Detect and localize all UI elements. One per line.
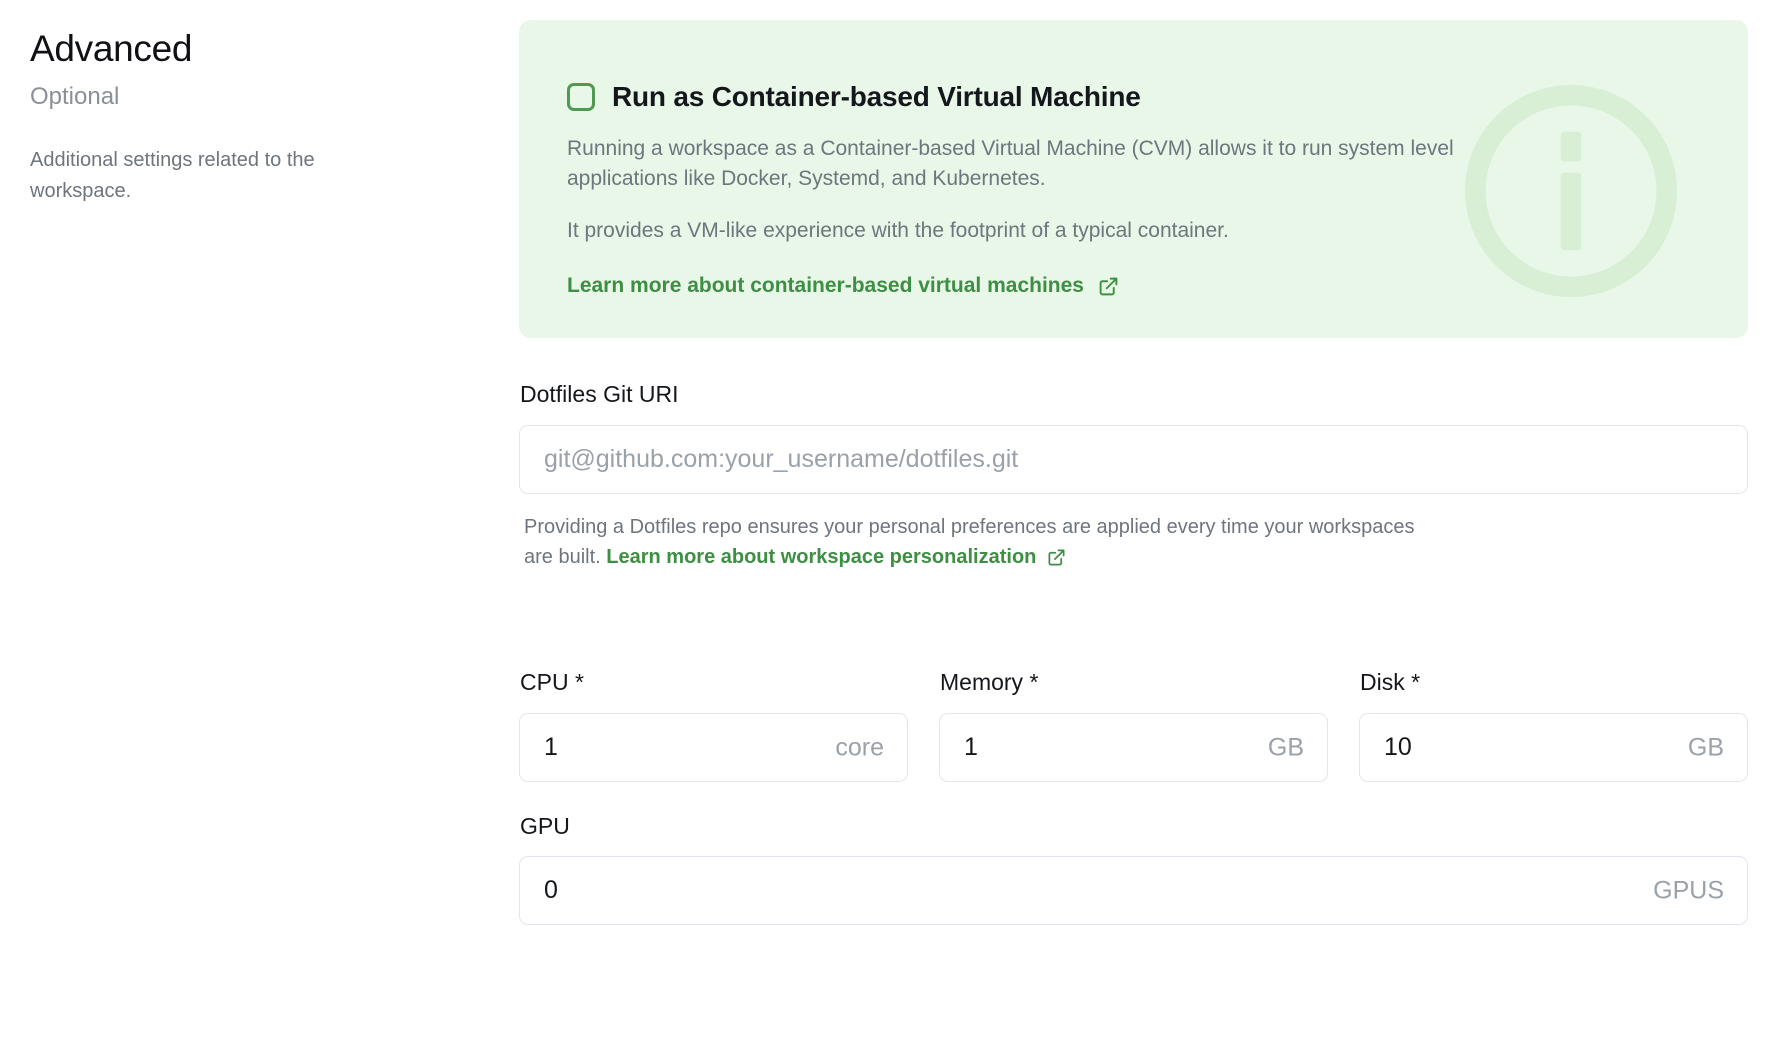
cvm-paragraph-1: Running a workspace as a Container-based… xyxy=(567,137,1454,190)
page-title: Advanced xyxy=(30,28,193,69)
memory-input-wrap: GB xyxy=(939,713,1328,782)
cvm-callout: Run as Container-based Virtual Machine R… xyxy=(519,20,1748,338)
cvm-learn-more-label: Learn more about container-based virtual… xyxy=(567,274,1084,297)
cpu-label: CPU * xyxy=(520,669,584,695)
disk-label: Disk * xyxy=(1360,669,1421,695)
section-description: Additional settings related to the works… xyxy=(30,149,315,202)
cvm-title: Run as Container-based Virtual Machine xyxy=(612,81,1141,112)
gpu-field-block: GPU GPUS xyxy=(519,812,1748,925)
workspace-personalization-label: Learn more about workspace personalizati… xyxy=(606,546,1037,568)
dotfiles-field-block: Dotfiles Git URI Providing a Dotfiles re… xyxy=(519,380,1748,572)
gpu-label: GPU xyxy=(520,813,570,839)
resource-row: CPU * core Memory * GB Disk * GB xyxy=(519,668,1748,782)
dotfiles-label: Dotfiles Git URI xyxy=(520,381,679,407)
cpu-field-block: CPU * core xyxy=(519,668,908,782)
memory-label: Memory * xyxy=(940,669,1039,695)
external-link-icon xyxy=(1048,549,1065,565)
cvm-learn-more-link[interactable]: Learn more about container-based virtual… xyxy=(567,273,1119,299)
workspace-personalization-link[interactable]: Learn more about workspace personalizati… xyxy=(606,544,1066,570)
gpu-input[interactable] xyxy=(519,856,1748,925)
dotfiles-helper-prefix: Providing a Dotfiles repo ensures your p… xyxy=(524,516,1415,568)
section-description-column: Advanced Optional Additional settings re… xyxy=(30,26,470,207)
external-link-icon xyxy=(1099,277,1118,295)
cpu-input-wrap: core xyxy=(519,713,908,782)
settings-form-column: Run as Container-based Virtual Machine R… xyxy=(519,20,1748,925)
memory-input[interactable] xyxy=(939,713,1328,782)
cvm-checkbox[interactable] xyxy=(567,83,595,111)
optional-label: Optional xyxy=(30,83,120,110)
disk-input[interactable] xyxy=(1359,713,1748,782)
cvm-paragraph-2: It provides a VM-like experience with th… xyxy=(567,219,1229,242)
cpu-input[interactable] xyxy=(519,713,908,782)
cvm-header-row[interactable]: Run as Container-based Virtual Machine xyxy=(567,80,1700,114)
disk-field-block: Disk * GB xyxy=(1359,668,1748,782)
gpu-input-wrap: GPUS xyxy=(519,856,1748,925)
memory-field-block: Memory * GB xyxy=(939,668,1328,782)
dotfiles-helper-text: Providing a Dotfiles repo ensures your p… xyxy=(524,512,1424,572)
disk-input-wrap: GB xyxy=(1359,713,1748,782)
dotfiles-input[interactable] xyxy=(519,425,1748,494)
